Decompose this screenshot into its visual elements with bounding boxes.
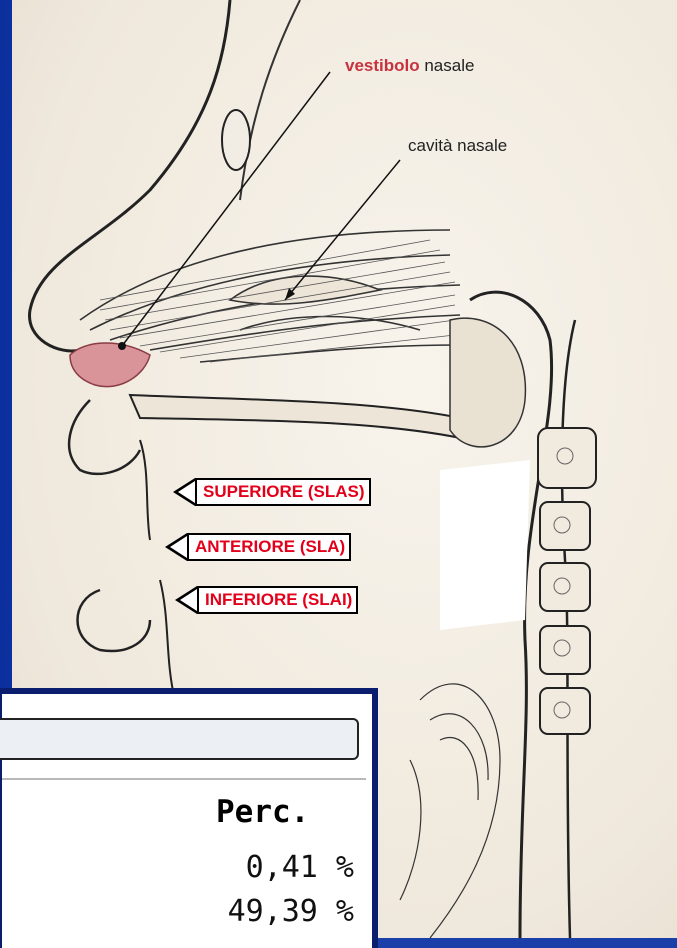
perc-column-header: Perc. (216, 794, 309, 830)
anteriore-tag: ANTERIORE (SLA) (187, 533, 351, 561)
panel-divider (2, 778, 366, 780)
perc-value: 0,41 % (246, 850, 354, 885)
overlay-panel: Perc. 0,41 % 49,39 % (0, 688, 378, 948)
vestibolo-nasale-label: vestibolo nasale (345, 56, 474, 76)
perc-value: 49,39 % (228, 894, 354, 929)
panel-input-field[interactable] (0, 718, 359, 760)
superiore-tag: SUPERIORE (SLAS) (195, 478, 371, 506)
inferiore-tag: INFERIORE (SLAI) (197, 586, 358, 614)
cavita-nasale-label: cavità nasale (408, 136, 507, 156)
panel-content: Perc. 0,41 % 49,39 % (2, 694, 372, 948)
vestibolo-leader-line (122, 72, 330, 346)
vestibolo-marker-dot (118, 342, 126, 350)
